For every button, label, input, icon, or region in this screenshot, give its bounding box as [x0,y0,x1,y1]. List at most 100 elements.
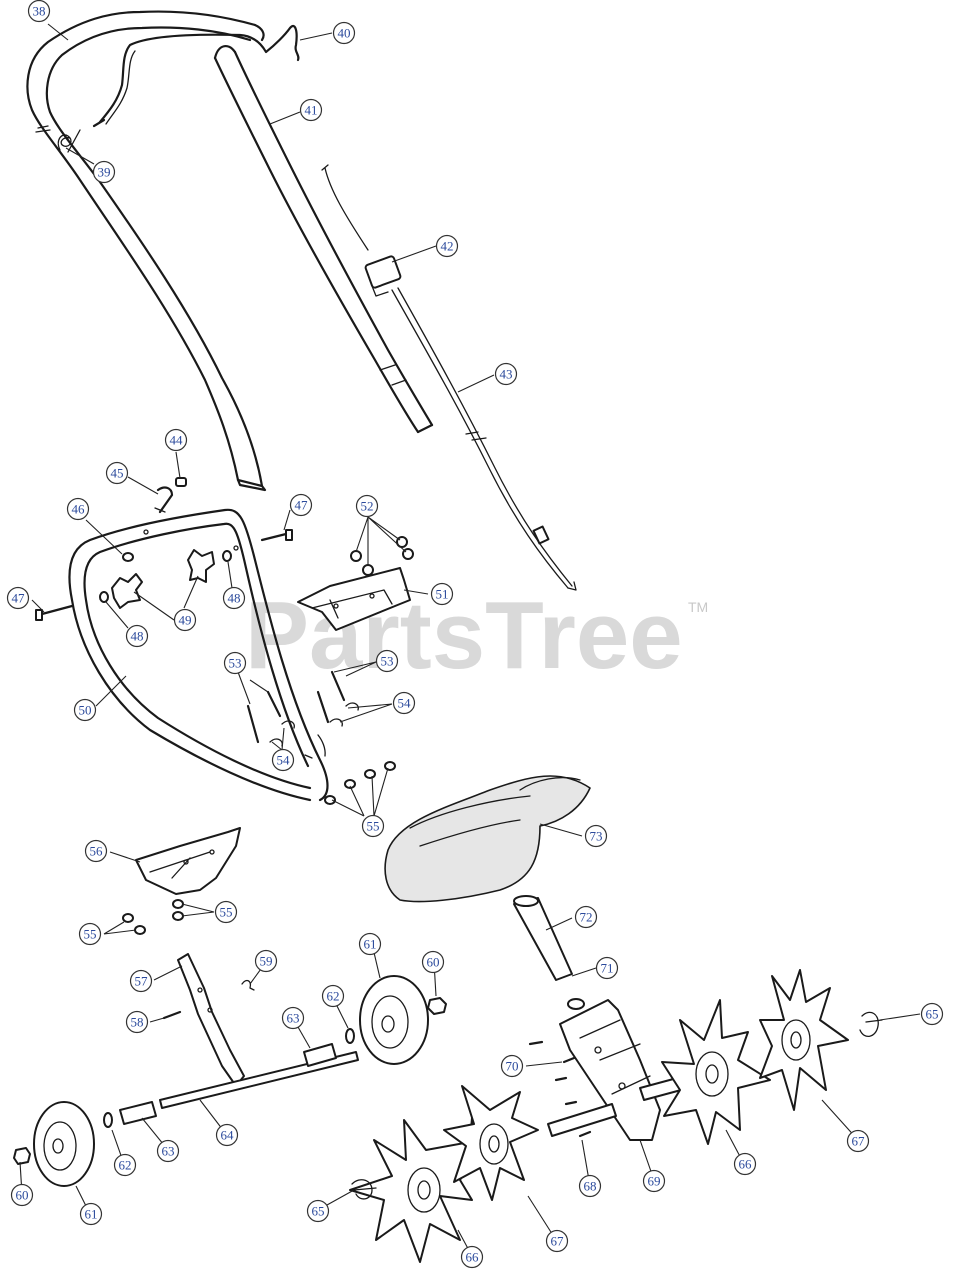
svg-text:66: 66 [466,1250,480,1265]
svg-text:51: 51 [436,587,449,602]
svg-text:54: 54 [398,696,412,711]
svg-text:64: 64 [221,1128,235,1143]
callout-69: 69 [642,1169,666,1193]
svg-text:57: 57 [135,974,149,989]
callout-45: 45 [105,461,129,485]
lower-handle [213,44,434,434]
svg-text:52: 52 [361,499,374,514]
svg-text:67: 67 [852,1134,866,1149]
svg-text:60: 60 [427,955,440,970]
svg-text:65: 65 [312,1204,325,1219]
axle-washers [103,1028,355,1128]
support-arm [177,953,245,1087]
svg-text:45: 45 [111,466,124,481]
callout-55a: 55 [361,814,385,838]
callout-72: 72 [574,905,598,929]
callout-57: 57 [129,969,153,993]
callout-54a: 54 [392,691,416,715]
svg-text:65: 65 [926,1007,939,1022]
tine-right-outer [759,969,849,1111]
callout-39: 39 [92,160,116,184]
washers [99,550,232,603]
svg-text:62: 62 [119,1158,132,1173]
svg-text:41: 41 [305,103,318,118]
bracket-nuts [350,536,414,576]
svg-text:49: 49 [179,613,192,628]
control-cable [321,164,577,591]
callout-70: 70 [500,1054,524,1078]
callout-49: 49 [173,608,197,632]
svg-text:58: 58 [131,1015,144,1030]
spring [57,129,81,153]
tine-right-inner [661,999,771,1145]
frame-bolts [35,529,293,621]
upper-handle [26,10,267,492]
callouts: 38 40 41 39 42 43 44 45 47 46 52 47 48 5… [6,0,944,1269]
spacers [119,1043,337,1125]
svg-text:63: 63 [287,1011,300,1026]
callout-63b: 63 [156,1139,180,1163]
svg-text:60: 60 [16,1188,29,1203]
callout-46: 46 [66,497,90,521]
tine-clips [351,1011,883,1200]
callout-62b: 62 [113,1153,137,1177]
tine-left-inner [443,1085,539,1201]
svg-text:69: 69 [648,1174,661,1189]
svg-text:59: 59 [260,954,273,969]
callout-48a: 48 [222,586,246,610]
callout-65b: 65 [306,1199,330,1223]
svg-text:56: 56 [90,844,104,859]
callout-58: 58 [125,1010,149,1034]
callout-50: 50 [73,698,97,722]
handle-frame [68,508,329,802]
callout-40: 40 [332,21,356,45]
callout-64: 64 [215,1123,239,1147]
callout-41: 41 [299,98,323,122]
callout-56: 56 [84,839,108,863]
callout-59: 59 [254,949,278,973]
svg-text:40: 40 [338,26,351,41]
svg-text:42: 42 [441,239,454,254]
svg-text:53: 53 [381,654,394,669]
lower-bolts [246,670,359,747]
callout-68: 68 [578,1174,602,1198]
svg-text:72: 72 [580,910,593,925]
svg-text:47: 47 [295,498,309,513]
callout-66b: 66 [460,1245,484,1269]
svg-text:46: 46 [72,502,86,517]
small-hardware [162,979,255,1020]
svg-text:73: 73 [590,829,603,844]
svg-text:39: 39 [98,165,111,180]
svg-text:55: 55 [220,905,233,920]
callout-63a: 63 [281,1006,305,1030]
tine-shield [384,775,591,903]
svg-text:63: 63 [162,1144,175,1159]
callout-42: 42 [435,234,459,258]
callout-55b: 55 [214,900,238,924]
callout-62a: 62 [321,984,345,1008]
svg-text:62: 62 [327,989,340,1004]
callout-52: 52 [355,494,379,518]
svg-text:55: 55 [367,819,380,834]
callout-61a: 61 [358,932,382,956]
callout-53a: 53 [223,651,247,675]
callout-67a: 67 [846,1129,870,1153]
svg-text:43: 43 [500,367,513,382]
callout-54b: 54 [271,748,295,772]
upper-bracket [297,567,411,631]
callout-43: 43 [494,362,518,386]
callout-47a: 47 [289,493,313,517]
svg-text:48: 48 [228,591,241,606]
svg-text:54: 54 [277,753,291,768]
frame-nuts [122,761,396,935]
callout-66a: 66 [733,1152,757,1176]
svg-text:67: 67 [551,1234,565,1249]
svg-text:47: 47 [12,591,26,606]
callout-55c: 55 [78,922,102,946]
callout-65a: 65 [920,1002,944,1026]
callout-60b: 60 [10,1183,34,1207]
watermark-trademark: TM [688,599,708,615]
svg-text:53: 53 [229,656,242,671]
lower-bracket [135,827,241,895]
hitch-pin [154,477,187,514]
